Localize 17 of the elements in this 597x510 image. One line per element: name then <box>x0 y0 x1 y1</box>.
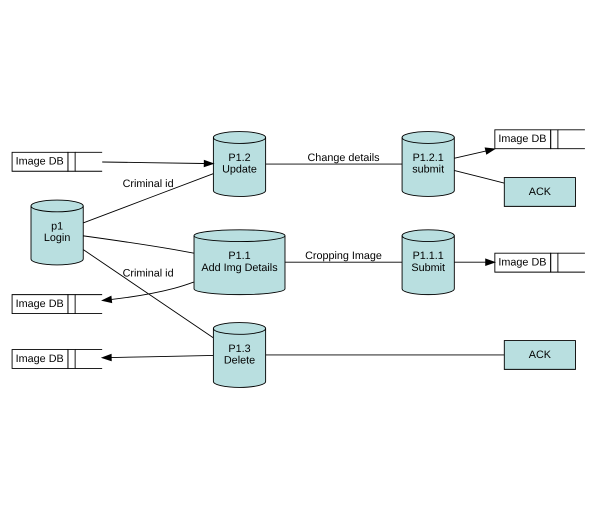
edge-label: Criminal id <box>122 178 174 190</box>
connector <box>284 262 402 263</box>
arrow <box>454 147 496 159</box>
edge-label: Change details <box>308 152 380 164</box>
connector <box>265 354 505 356</box>
arrow <box>102 160 215 168</box>
arrow <box>454 258 496 266</box>
arrow <box>101 282 194 304</box>
node-box: ACK <box>504 177 576 207</box>
edge-label: Criminal id <box>122 267 174 280</box>
edge-label: Cropping Image <box>305 250 382 262</box>
connector <box>454 170 504 184</box>
connector <box>83 249 214 338</box>
connector <box>83 173 214 224</box>
connector <box>83 235 194 254</box>
node-box: ACK <box>504 340 576 370</box>
arrow <box>100 354 214 362</box>
